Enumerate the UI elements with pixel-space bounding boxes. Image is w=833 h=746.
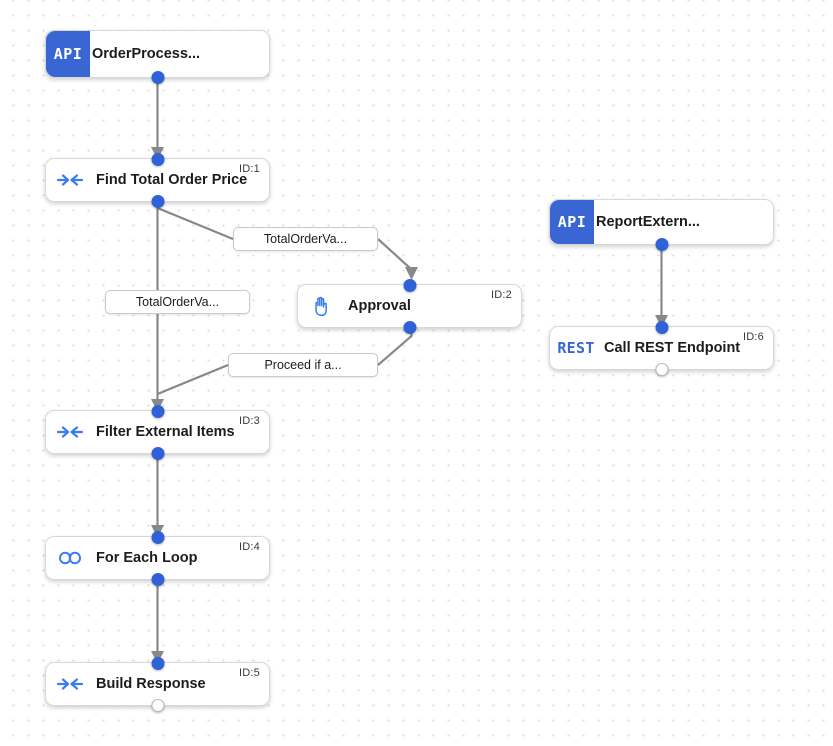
- node-call-rest-endpoint[interactable]: REST Call REST Endpoint ID:6: [549, 320, 774, 376]
- node-build-response[interactable]: Build Response ID:5: [45, 656, 270, 712]
- node-id-label: ID:2: [491, 289, 512, 301]
- edge-label-total-order-value-a[interactable]: TotalOrderVa...: [233, 227, 378, 251]
- infinity-loop-icon: [46, 550, 94, 566]
- edge-label-total-order-value-b[interactable]: TotalOrderVa...: [105, 290, 250, 314]
- node-output-port[interactable]: [151, 70, 164, 84]
- node-report-extern[interactable]: API ReportExtern...: [549, 199, 774, 251]
- node-end-port[interactable]: [655, 362, 668, 376]
- node-input-port[interactable]: [151, 530, 164, 544]
- node-input-port[interactable]: [151, 404, 164, 418]
- api-badge-icon: API: [550, 200, 594, 244]
- transform-arrows-icon: [46, 424, 94, 440]
- node-input-port[interactable]: [151, 152, 164, 166]
- node-label: For Each Loop: [96, 550, 198, 566]
- node-label: Filter External Items: [96, 424, 235, 440]
- node-id-label: ID:4: [239, 541, 260, 553]
- node-output-port[interactable]: [403, 320, 416, 334]
- node-output-port[interactable]: [151, 572, 164, 586]
- node-end-port[interactable]: [151, 698, 164, 712]
- node-id-label: ID:1: [239, 163, 260, 175]
- node-label: ReportExtern...: [596, 214, 700, 230]
- node-approval[interactable]: Approval ID:2: [297, 278, 522, 334]
- edge-for-each-to-build-response: [151, 580, 164, 664]
- edge-filter-to-for-each: [151, 454, 164, 538]
- node-id-label: ID:6: [743, 331, 764, 343]
- node-find-total-order-price[interactable]: Find Total Order Price ID:1: [45, 152, 270, 208]
- transform-arrows-icon: [46, 172, 94, 188]
- edge-label-proceed-if-approved[interactable]: Proceed if a...: [228, 353, 378, 377]
- node-id-label: ID:3: [239, 415, 260, 427]
- api-badge-icon: API: [46, 31, 90, 77]
- node-for-each-loop[interactable]: For Each Loop ID:4: [45, 530, 270, 586]
- node-label: OrderProcess...: [92, 46, 200, 62]
- node-input-port[interactable]: [403, 278, 416, 292]
- node-filter-external-items[interactable]: Filter External Items ID:3: [45, 404, 270, 460]
- edge-report-extern-to-call-rest: [655, 245, 668, 328]
- edge-order-process-to-find-total: [151, 78, 164, 160]
- node-label: Build Response: [96, 676, 206, 692]
- node-order-process[interactable]: API OrderProcess...: [45, 30, 270, 84]
- node-label: Approval: [348, 298, 411, 314]
- transform-arrows-icon: [46, 676, 94, 692]
- node-output-port[interactable]: [151, 446, 164, 460]
- rest-badge-icon: REST: [557, 339, 595, 357]
- node-output-port[interactable]: [655, 237, 668, 251]
- node-id-label: ID:5: [239, 667, 260, 679]
- node-input-port[interactable]: [655, 320, 668, 334]
- node-label: Call REST Endpoint: [604, 340, 741, 356]
- node-input-port[interactable]: [151, 656, 164, 670]
- node-output-port[interactable]: [151, 194, 164, 208]
- node-label: Find Total Order Price: [96, 172, 248, 188]
- hand-palm-icon: [298, 295, 346, 317]
